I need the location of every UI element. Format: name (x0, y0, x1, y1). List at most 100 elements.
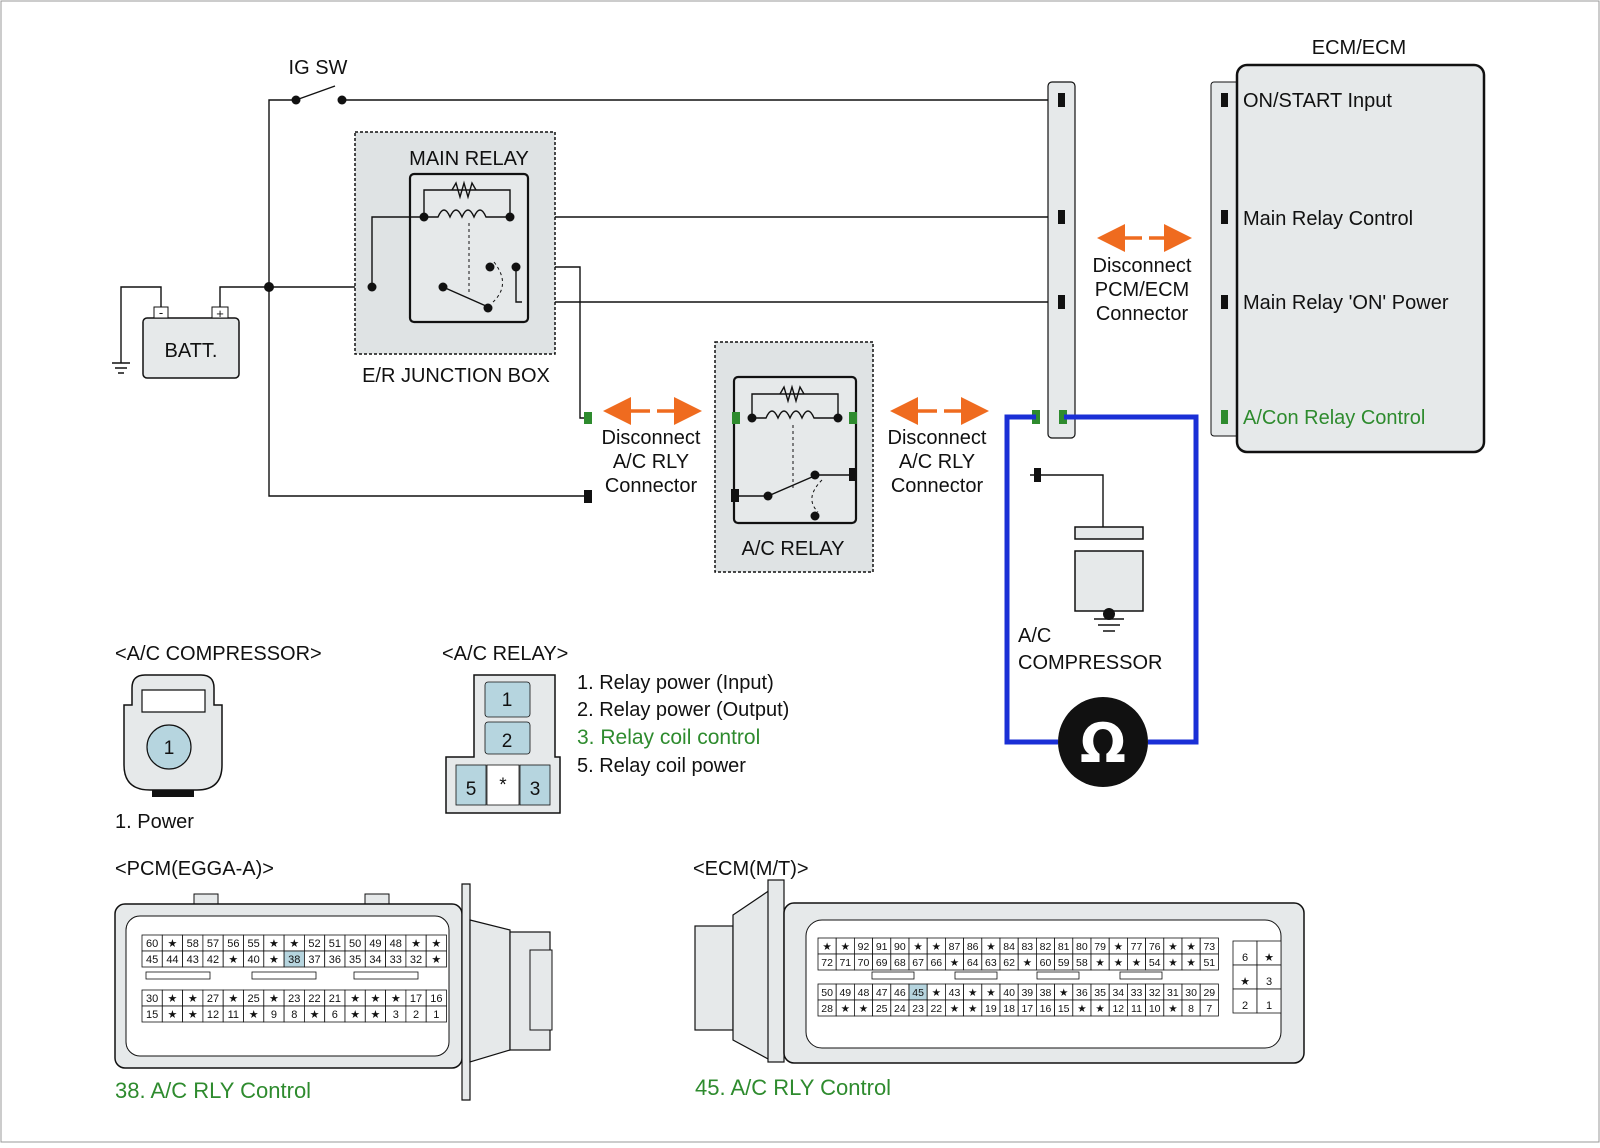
ecm-pin-label: 59 (1058, 957, 1070, 969)
ecm-pin-label: 92 (858, 941, 870, 953)
ecm-pin-label: ★ (1077, 1003, 1087, 1015)
pcm-pin-label: ★ (391, 993, 401, 1005)
ecm-pin-label: 58 (1076, 957, 1088, 969)
ecm-pin-label: ★ (841, 1003, 851, 1015)
relay-pin: 3 (530, 779, 541, 800)
ecm-pin-label: ★ (932, 987, 942, 999)
pcm-pin-label: 42 (207, 954, 219, 966)
ecm-pin-label: ★ (1186, 957, 1196, 969)
ecm-pin-label: 82 (1040, 941, 1052, 953)
ecm-pin-label: 71 (839, 957, 851, 969)
ecm-pin-main-relay-control: Main Relay Control (1243, 208, 1413, 230)
ecm-pin-label: ★ (913, 941, 923, 953)
pcm-pin-label: 58 (187, 938, 199, 950)
ground-icon (1094, 618, 1124, 632)
compressor-pin: 1 (164, 738, 175, 759)
ecm-pin-label: 10 (1149, 1003, 1161, 1015)
ecm-pin-label: 31 (1167, 987, 1179, 999)
relay-legend: 2. Relay power (Output) (577, 699, 789, 721)
ecm-side-pin-label: 2 (1242, 1000, 1248, 1012)
ecm-pin-label: 83 (1021, 941, 1033, 953)
pcm-pin-label: 55 (248, 938, 260, 950)
ecm-pin-label: ★ (841, 941, 851, 953)
relay-pin: 5 (466, 779, 477, 800)
pcm-connector-title: <PCM(EGGA-A)> (115, 858, 274, 880)
ac-relay-connector-pin (584, 490, 592, 503)
pcm-pin-label: ★ (350, 1009, 360, 1021)
pcm-pin-label: 8 (291, 1009, 297, 1021)
pcm-pin-label: 1 (433, 1009, 439, 1021)
relay-legend-highlight: 3. Relay coil control (577, 726, 760, 749)
relay-pin: 1 (502, 690, 513, 711)
compressor-legend: 1. Power (115, 811, 194, 833)
pcm-pin-label: ★ (310, 1009, 320, 1021)
battery-label: BATT. (165, 340, 218, 362)
pcm-pin-label: ★ (431, 954, 441, 966)
battery-negative: - (159, 305, 163, 320)
relay-pin: 2 (502, 731, 513, 752)
pcm-pin-label: 22 (308, 993, 320, 1005)
ecm-box: ECM/ECM ON/START Input Main Relay Contro… (1210, 37, 1486, 454)
compressor-connector-title: <A/C COMPRESSOR> (115, 643, 322, 665)
coil-icon (424, 209, 510, 219)
ecm-pin-on-start: ON/START Input (1243, 90, 1392, 112)
pcm-pin-label: 17 (410, 993, 422, 1005)
pcm-pin-label: ★ (269, 993, 279, 1005)
ecm-caption: 45. A/C RLY Control (695, 1075, 891, 1100)
pcm-pin-label: ★ (371, 993, 381, 1005)
ecm-pin-label: 38 (1040, 987, 1052, 999)
resistor-icon (779, 384, 805, 404)
ecm-pin-label: 39 (1021, 987, 1033, 999)
relay-pin: * (499, 775, 507, 796)
pcm-pin-label: 25 (248, 993, 260, 1005)
pcm-pin-label: ★ (188, 1009, 198, 1021)
ecm-pin-label: 90 (894, 941, 906, 953)
ecm-pin-label: 66 (930, 957, 942, 969)
ecm-side-pin-label: 1 (1266, 1000, 1272, 1012)
ecm-pin-label: 68 (894, 957, 906, 969)
ecm-side-pin-label: ★ (1264, 952, 1274, 964)
ecm-pin-label: ★ (986, 987, 996, 999)
ac-compressor: A/C COMPRESSOR (1018, 526, 1162, 674)
ecm-pin-label: 11 (1131, 1003, 1142, 1015)
main-relay-label: MAIN RELAY (409, 148, 529, 170)
ecm-pin-label: 72 (821, 957, 833, 969)
ecm-pin-label: 33 (1131, 987, 1143, 999)
ecm-pin-label: 70 (858, 957, 870, 969)
ecm-pin-label: 69 (876, 957, 888, 969)
ecm-pin-label: 19 (985, 1003, 997, 1015)
pcm-pin-label: 43 (187, 954, 199, 966)
ecm-pin-label: 64 (967, 957, 979, 969)
disconnect-ac-rly-left: Disconnect A/C RLY Connector (602, 397, 702, 497)
ecm-pin-label: 54 (1149, 957, 1161, 969)
disconnect-text: A/C RLY (899, 451, 975, 473)
pcm-pin-label: ★ (431, 938, 441, 950)
ac-relay-label: A/C RELAY (742, 538, 845, 560)
disconnect-text: Disconnect (1093, 255, 1192, 277)
ecm-pin-label: 29 (1203, 987, 1215, 999)
pcm-pin-label: 32 (410, 954, 422, 966)
er-junction-box-label: E/R JUNCTION BOX (362, 365, 550, 387)
ig-switch-label: IG SW (289, 57, 348, 79)
pcm-pin-label: 52 (308, 938, 320, 950)
ecm-pin-label: 18 (1003, 1003, 1015, 1015)
pcm-pin-label: 12 (207, 1009, 219, 1021)
ecm-pin-label: 67 (912, 957, 924, 969)
pcm-pin-label: 44 (166, 954, 178, 966)
relay-legend: 1. Relay power (Input) (577, 672, 774, 694)
pcm-pin-label: 23 (288, 993, 300, 1005)
ecm-pin-label: ★ (1114, 957, 1124, 969)
disconnect-text: Connector (891, 475, 984, 497)
ecm-pin-label: ★ (859, 1003, 869, 1015)
ecm-pin-label: ★ (1023, 957, 1033, 969)
ecm-pin-label: 7 (1206, 1003, 1212, 1015)
ecm-side-pin-cell (1232, 988, 1258, 1014)
compressor-connector: <A/C COMPRESSOR> 1 1. Power (115, 643, 322, 833)
pcm-pin-label: ★ (188, 993, 198, 1005)
ecm-pin-label: ★ (1186, 941, 1196, 953)
ecm-pin-label: ★ (986, 941, 996, 953)
ecm-pin-label: 15 (1058, 1003, 1070, 1015)
ecm-pin-label: 84 (1003, 941, 1015, 953)
pcm-pin-label: 6 (332, 1009, 338, 1021)
ecm-pin-label: ★ (968, 987, 978, 999)
